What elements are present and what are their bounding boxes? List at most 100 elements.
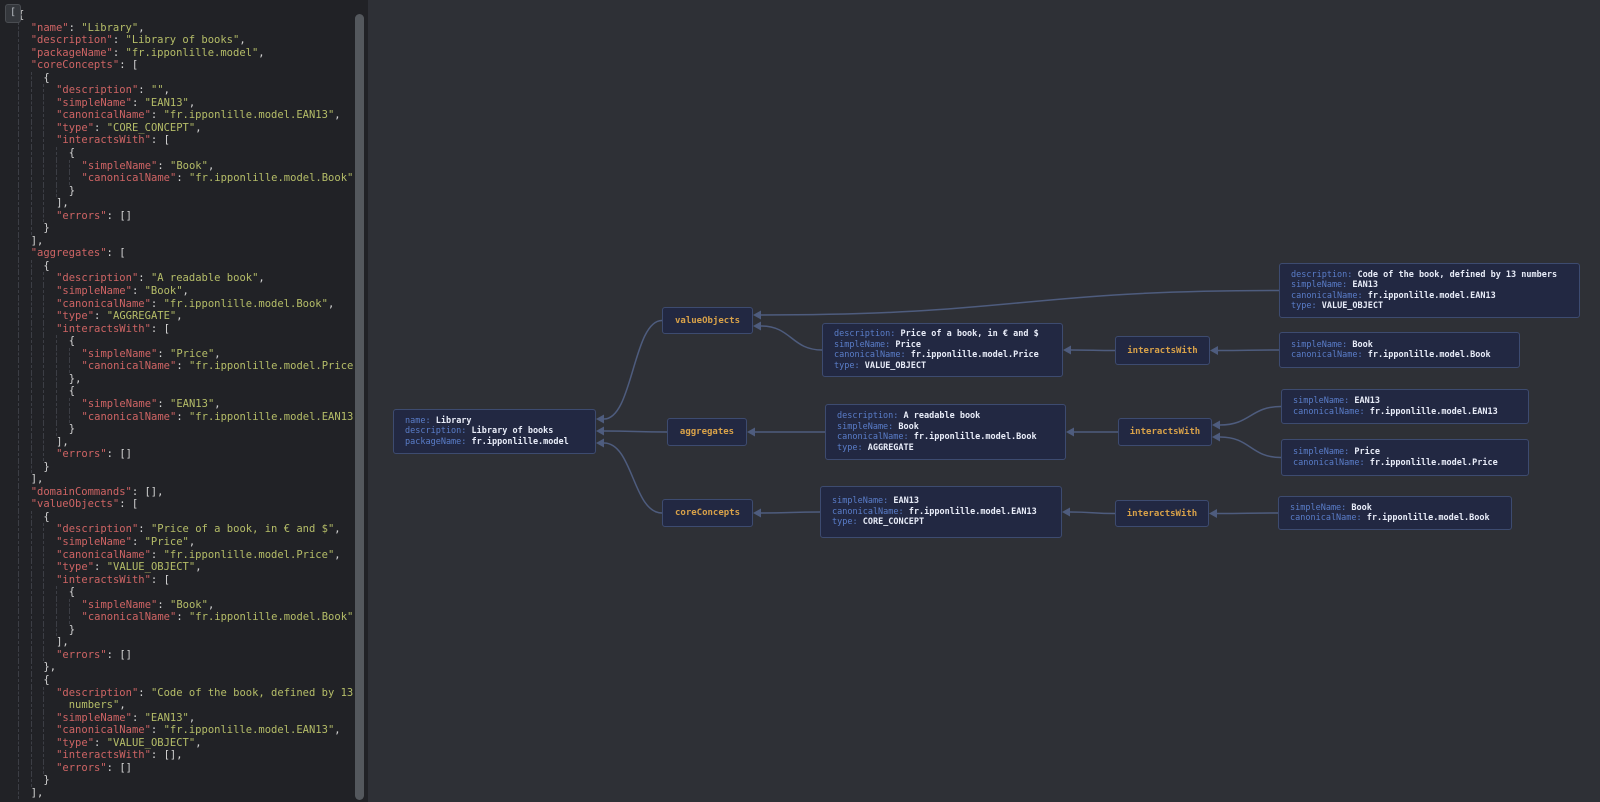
code-line: "simpleName": "EAN13", — [0, 397, 352, 411]
indent-guide — [30, 535, 32, 549]
code-line: "interactsWith": [ — [0, 134, 352, 148]
node-row: type: VALUE_OBJECT — [834, 360, 927, 371]
indent-guide — [30, 147, 32, 160]
node-label: interactsWith — [1129, 427, 1201, 437]
code-line: { — [18, 9, 25, 21]
indent-guide — [56, 385, 58, 398]
indent-guide — [56, 623, 58, 637]
indent-guide — [43, 573, 45, 587]
node-row: description: Price of a book, in € and $ — [834, 329, 1039, 339]
indent-guide — [18, 561, 19, 574]
indent-guide — [18, 134, 19, 148]
indent-guide — [18, 272, 19, 286]
indent-guide — [56, 184, 58, 198]
indent-guide — [30, 109, 32, 122]
code-line: }, — [0, 372, 352, 386]
node-row: canonicalName: fr.ipponlille.model.EAN13 — [1291, 290, 1496, 301]
indent-guide — [30, 84, 32, 97]
editor-scrollbar-thumb[interactable] — [355, 14, 364, 800]
indent-guide — [30, 134, 32, 148]
code-line: "description": "Library of books", — [0, 34, 352, 47]
indent-guide — [18, 372, 19, 386]
graph-node-lbl_valueObjects[interactable]: valueObjects — [662, 307, 753, 334]
graph-node-vo_ean13[interactable]: description: Code of the book, defined b… — [1279, 263, 1580, 318]
code-line: ], — [0, 234, 352, 248]
json-editor-panel[interactable]: [ {"name": "Library","description": "Lib… — [0, 0, 368, 802]
indent-guide — [18, 736, 19, 750]
graph-node-vo_price[interactable]: description: Price of a book, in € and $… — [822, 323, 1063, 377]
indent-guide — [30, 96, 32, 110]
indent-guide — [18, 749, 19, 762]
indent-guide — [18, 423, 19, 436]
code-line: } — [0, 460, 352, 474]
indent-guide — [18, 297, 19, 311]
indent-guide — [43, 297, 45, 311]
code-line: "simpleName": "Book", — [0, 598, 352, 612]
code-line: "type": "VALUE_OBJECT", — [0, 736, 352, 750]
indent-guide — [56, 423, 58, 436]
code-line: ], — [0, 786, 352, 800]
indent-guide — [30, 686, 32, 700]
graph-node-iw_bot[interactable]: interactsWith — [1115, 500, 1209, 527]
indent-guide — [43, 385, 45, 398]
graph-node-iw_top[interactable]: interactsWith — [1115, 336, 1210, 365]
indent-guide — [18, 535, 19, 549]
indent-guide — [43, 736, 45, 750]
indent-guide — [43, 159, 45, 173]
indent-guide — [30, 736, 32, 750]
graph-node-lbl_aggregates[interactable]: aggregates — [667, 418, 747, 446]
indent-guide — [18, 586, 19, 599]
indent-guide — [18, 673, 19, 687]
node-label: interactsWith — [1126, 508, 1198, 519]
code-line: "simpleName": "EAN13", — [0, 711, 352, 725]
code-line: { — [0, 586, 352, 599]
code-line: numbers", — [0, 699, 352, 712]
indent-guide — [43, 548, 45, 562]
indent-guide — [18, 197, 19, 210]
node-row: simpleName: Book — [1291, 339, 1373, 350]
indent-guide — [56, 611, 58, 624]
indent-guide — [56, 598, 58, 612]
indent-guide — [56, 372, 58, 386]
indent-guide — [30, 561, 32, 574]
indent-guide — [30, 774, 32, 787]
code-line: "interactsWith": [ — [0, 322, 352, 336]
indent-guide — [43, 410, 45, 424]
code-line: "description": "Price of a book, in € an… — [0, 523, 352, 536]
node-row: simpleName: EAN13 — [1291, 280, 1379, 290]
code-line: "interactsWith": [ — [0, 573, 352, 587]
indent-guide — [56, 172, 58, 185]
indent-guide — [18, 96, 19, 110]
indent-guide — [30, 598, 32, 612]
indent-guide — [30, 435, 32, 449]
indent-guide — [43, 134, 45, 148]
code-line: "valueObjects": [ — [0, 498, 352, 511]
code-line: "aggregates": [ — [0, 247, 352, 260]
node-row: simpleName: EAN13 — [832, 496, 920, 507]
graph-node-iw_mid[interactable]: interactsWith — [1118, 418, 1212, 446]
code-line: "canonicalName": "fr.ipponlille.model.Bo… — [0, 611, 353, 624]
indent-guide — [43, 209, 45, 223]
indent-guide — [18, 523, 19, 536]
graph-node-lbl_coreConcepts[interactable]: coreConcepts — [662, 499, 753, 527]
json-editor-code[interactable]: {"name": "Library","description": "Libra… — [0, 9, 360, 800]
node-row: canonicalName: fr.ipponlille.model.Book — [837, 432, 1037, 442]
indent-guide — [43, 360, 45, 373]
indent-guide — [18, 84, 19, 97]
indent-guide — [18, 310, 19, 323]
indent-guide — [18, 71, 19, 85]
fold-bracket-icon[interactable]: [ — [5, 4, 21, 23]
code-line: "packageName": "fr.ipponlille.model", — [0, 46, 352, 60]
indent-guide — [30, 749, 32, 762]
indent-guide — [43, 121, 45, 135]
indent-guide — [30, 711, 32, 725]
indent-guide — [18, 485, 19, 499]
code-line: "errors": [] — [0, 761, 352, 775]
